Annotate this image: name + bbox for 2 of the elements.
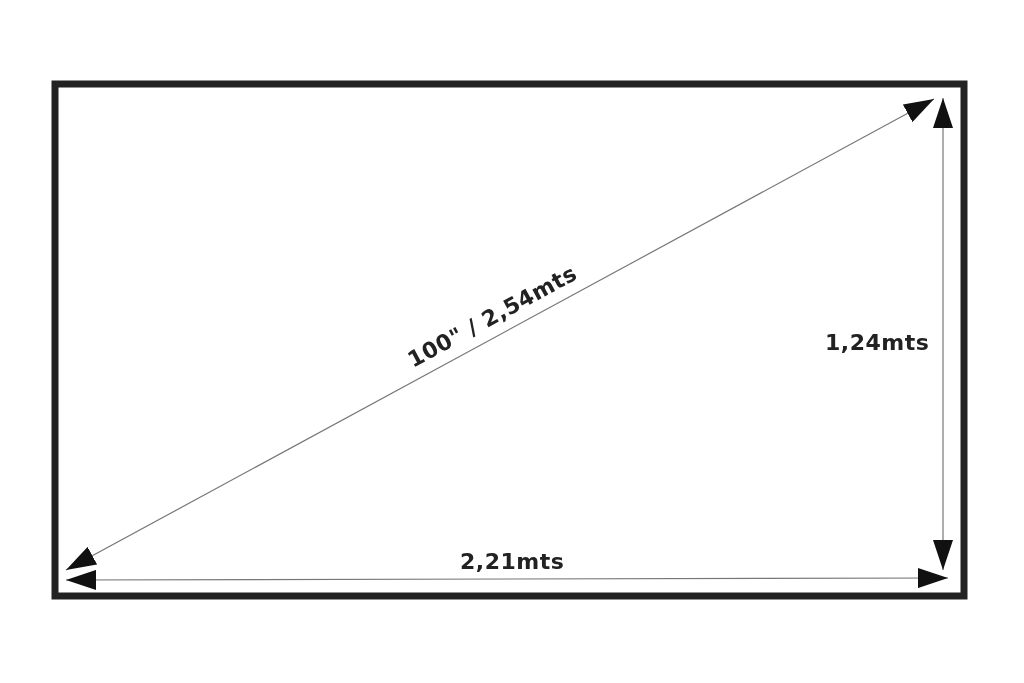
dimension-label: 2,21mts	[460, 548, 565, 574]
dimension-label: 1,24mts	[825, 329, 930, 355]
